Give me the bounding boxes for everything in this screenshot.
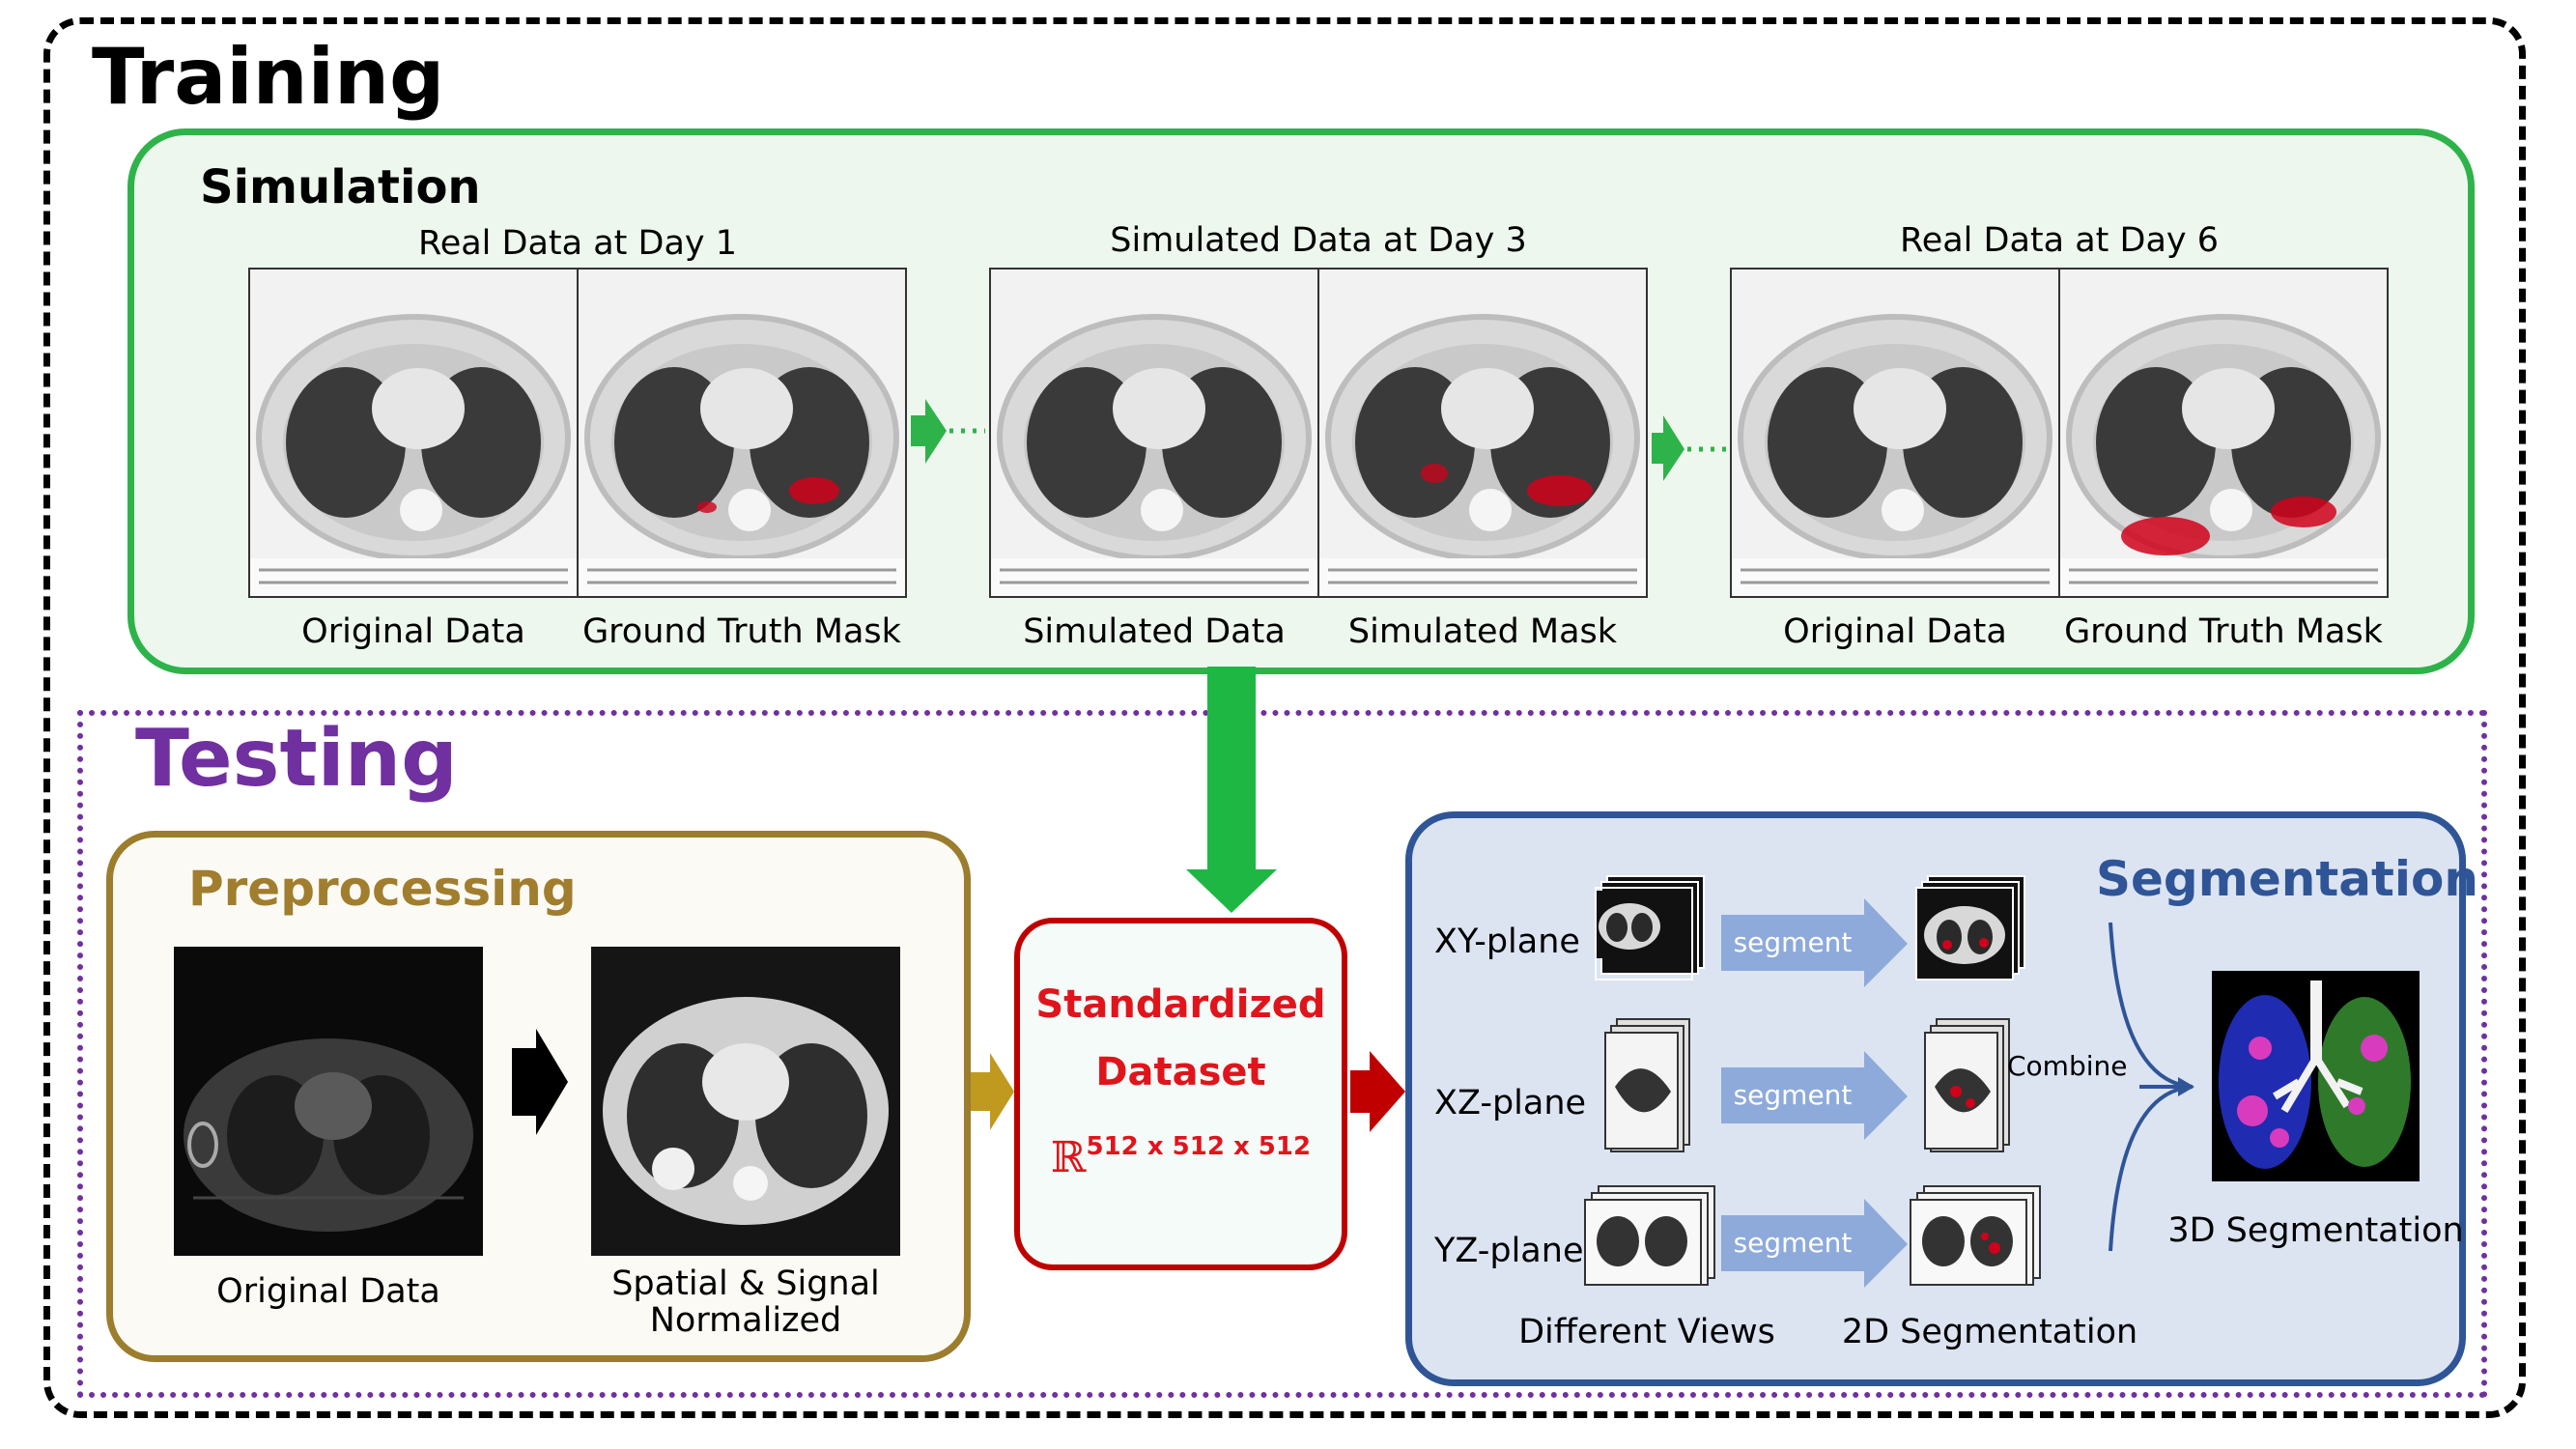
standardized-title-line1: Standardized	[1035, 982, 1326, 1027]
combine-curve-top	[2109, 922, 2194, 1089]
dataset-dimensions: ℝ512 x 512 x 512	[1014, 1132, 1347, 1182]
yz-plane-stack	[1584, 1185, 1715, 1286]
segment-label-xy: segment	[1733, 926, 1853, 958]
training-to-dataset-arrow	[1186, 667, 1277, 913]
real-day1-original-image	[249, 269, 578, 597]
xy-plane-label: XY-plane	[1434, 923, 1580, 961]
xz-plane-label: XZ-plane	[1434, 1084, 1587, 1122]
yz-plane-label: YZ-plane	[1434, 1232, 1584, 1270]
xy-seg-stack	[1915, 875, 2025, 980]
segment-arrow-xz	[1721, 1051, 1908, 1140]
3d-segmentation-caption: 3D Segmentation	[2167, 1211, 2464, 1250]
segmentation-title: Segmentation	[2096, 851, 2478, 907]
segment-arrow-yz	[1721, 1199, 1908, 1288]
2d-segmentation-caption: 2D Segmentation	[1841, 1313, 2138, 1351]
combine-arrowhead	[2178, 1077, 2194, 1096]
combine-label: Combine	[2007, 1050, 2128, 1082]
standardized-dataset-panel	[1014, 918, 1347, 1270]
preprocess-original-image	[172, 945, 485, 1258]
preprocess-normalized-label-line1: Spatial & Signal	[611, 1264, 880, 1303]
preprocess-normalized-label-line2: Normalized	[649, 1301, 842, 1340]
day3-left-label: Simulated Data	[1023, 612, 1286, 651]
preprocess-normalized-image	[591, 947, 900, 1256]
real-day6-mask-image	[2059, 269, 2388, 597]
training-frame	[43, 17, 2526, 1418]
simulated-day3-image	[990, 269, 1318, 597]
day1-right-label: Ground Truth Mask	[582, 612, 901, 651]
testing-title: Testing	[135, 713, 458, 805]
simulated-day3-mask-image	[1318, 269, 1647, 597]
real-space-symbol: ℝ	[1050, 1133, 1087, 1182]
sim-caption-day1: Real Data at Day 1	[417, 224, 738, 263]
standardized-title-line2: Dataset	[1095, 1050, 1266, 1094]
sim-arrow-2	[1652, 415, 1684, 481]
3d-segmentation-render	[2212, 971, 2420, 1181]
yz-seg-stack	[1910, 1185, 2041, 1286]
xz-plane-stack	[1604, 1018, 1690, 1152]
training-title: Training	[92, 32, 445, 122]
sim-caption-day6: Real Data at Day 6	[1899, 221, 2220, 260]
day6-left-label: Original Data	[1783, 612, 2007, 651]
real-day6-original-image	[1731, 269, 2059, 597]
dataset-to-segmentation-arrow	[1350, 1051, 1405, 1132]
preprocess-original-label: Original Data	[216, 1272, 440, 1311]
day6-right-label: Ground Truth Mask	[2064, 612, 2383, 651]
segment-label-xz: segment	[1733, 1079, 1853, 1111]
testing-frame	[77, 710, 2487, 1398]
simulation-title: Simulation	[200, 160, 481, 214]
dimension-exponent: 512 x 512 x 512	[1086, 1132, 1312, 1161]
xz-seg-stack	[1924, 1018, 2010, 1152]
preprocessing-title: Preprocessing	[188, 861, 577, 917]
preprocess-to-dataset-arrow	[971, 1053, 1014, 1130]
xy-plane-stack	[1595, 875, 1705, 980]
sim-caption-day3: Simulated Data at Day 3	[1110, 221, 1527, 260]
real-day1-mask-image	[578, 269, 906, 597]
standardized-dataset-title: Standardized Dataset	[1014, 971, 1347, 1106]
segment-label-yz: segment	[1733, 1227, 1853, 1259]
combine-curve-bottom	[2109, 1085, 2194, 1252]
segment-arrow-xy	[1721, 898, 1908, 987]
day1-left-label: Original Data	[301, 612, 525, 651]
preprocess-arrow	[512, 1029, 568, 1135]
day3-right-label: Simulated Mask	[1347, 612, 1618, 651]
sim-arrow-1	[911, 399, 947, 464]
different-views-caption: Different Views	[1518, 1313, 1775, 1351]
